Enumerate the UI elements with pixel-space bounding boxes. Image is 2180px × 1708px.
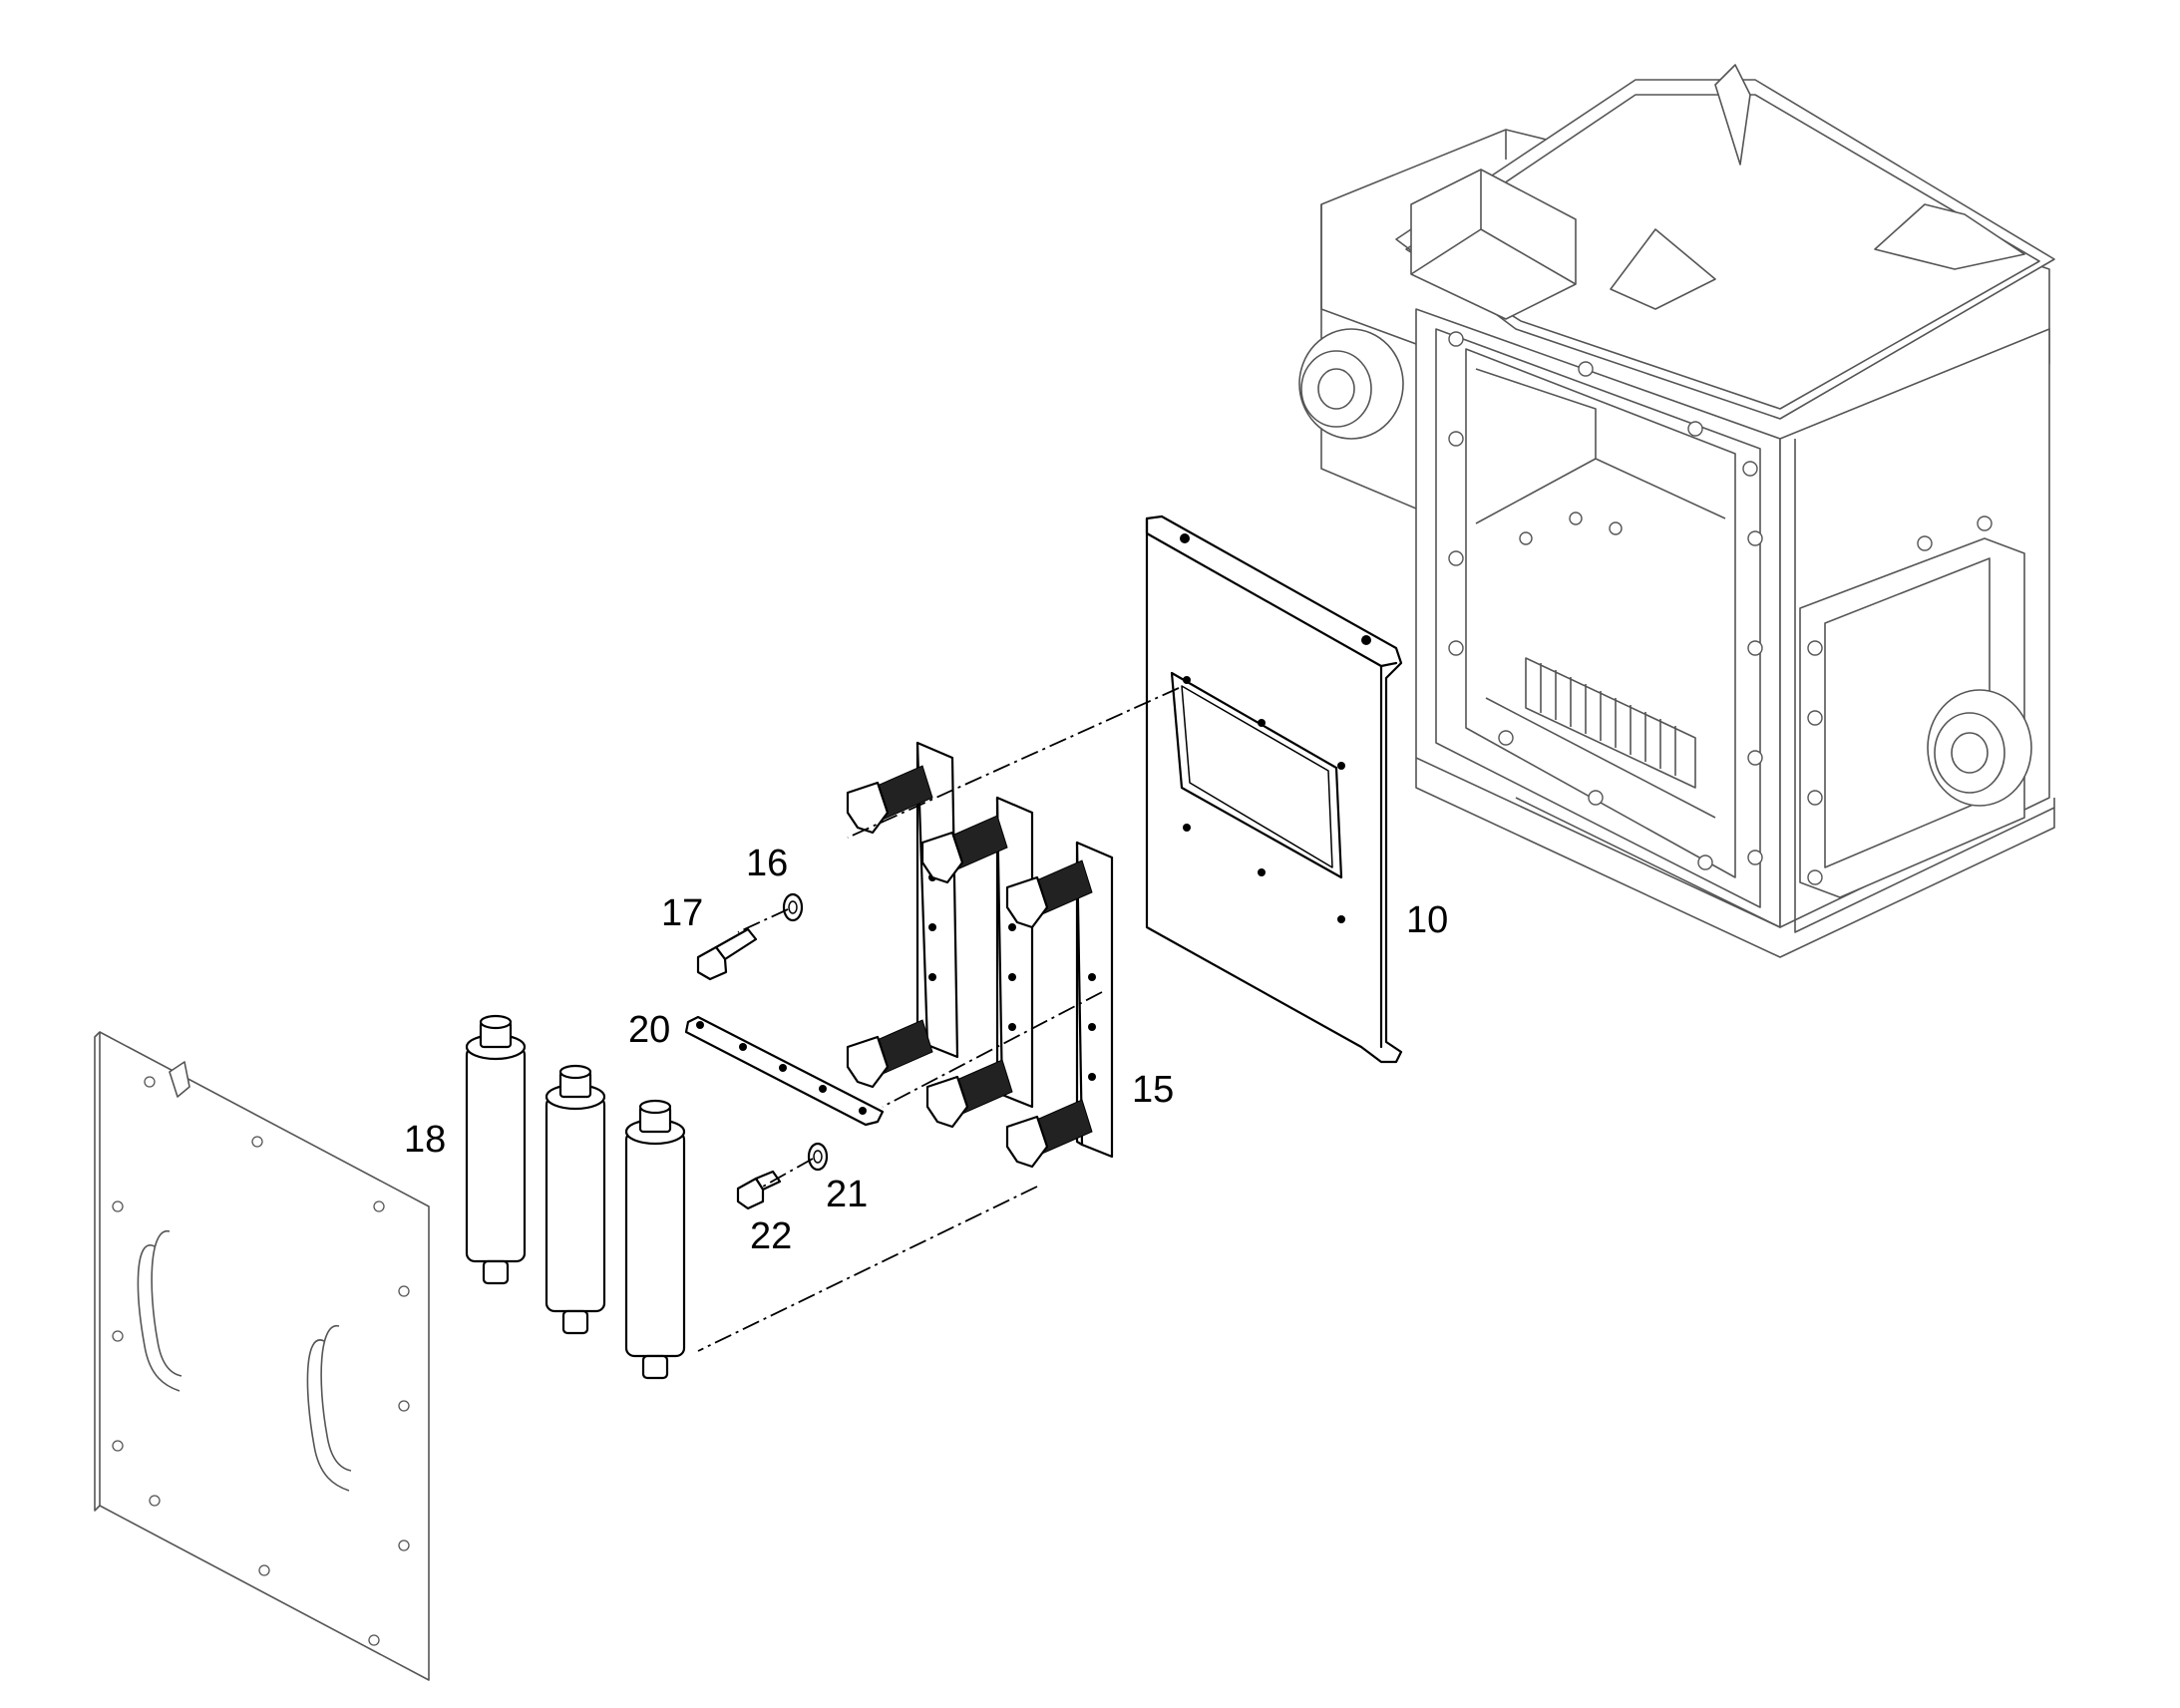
connector-left bbox=[1298, 328, 1404, 440]
part-17-bolt bbox=[696, 927, 758, 981]
callout-22: 22 bbox=[750, 1215, 792, 1257]
part-21-washer bbox=[807, 1142, 829, 1172]
assembly-lines bbox=[697, 687, 1180, 1352]
part-15-resistor-assembly bbox=[846, 741, 1114, 1169]
part-10-mounting-plate bbox=[1145, 514, 1403, 1064]
main-housing bbox=[1298, 64, 2055, 958]
terminal-clips bbox=[846, 781, 1049, 1169]
callout-18: 18 bbox=[404, 1119, 446, 1161]
callout-17: 17 bbox=[661, 892, 703, 934]
callout-20: 20 bbox=[628, 1009, 670, 1051]
part-20-bus-bar bbox=[684, 1015, 885, 1127]
callout-15: 15 bbox=[1132, 1069, 1174, 1111]
callout-10: 10 bbox=[1406, 899, 1448, 941]
heatsink-fins bbox=[1525, 657, 1696, 789]
connector-right bbox=[1927, 689, 2032, 807]
callout-21: 21 bbox=[826, 1174, 868, 1215]
part-16-washer bbox=[782, 892, 804, 922]
fuse-2 bbox=[545, 1064, 606, 1335]
part-18-fuses bbox=[465, 1014, 686, 1380]
fuse-3 bbox=[624, 1099, 686, 1380]
fuse-1 bbox=[465, 1014, 527, 1285]
callout-labels: 10 15 16 17 18 20 21 22 bbox=[404, 843, 1448, 1257]
part-22-bolt bbox=[736, 1170, 782, 1210]
cover-panel bbox=[94, 1031, 430, 1681]
callout-16: 16 bbox=[746, 843, 788, 884]
